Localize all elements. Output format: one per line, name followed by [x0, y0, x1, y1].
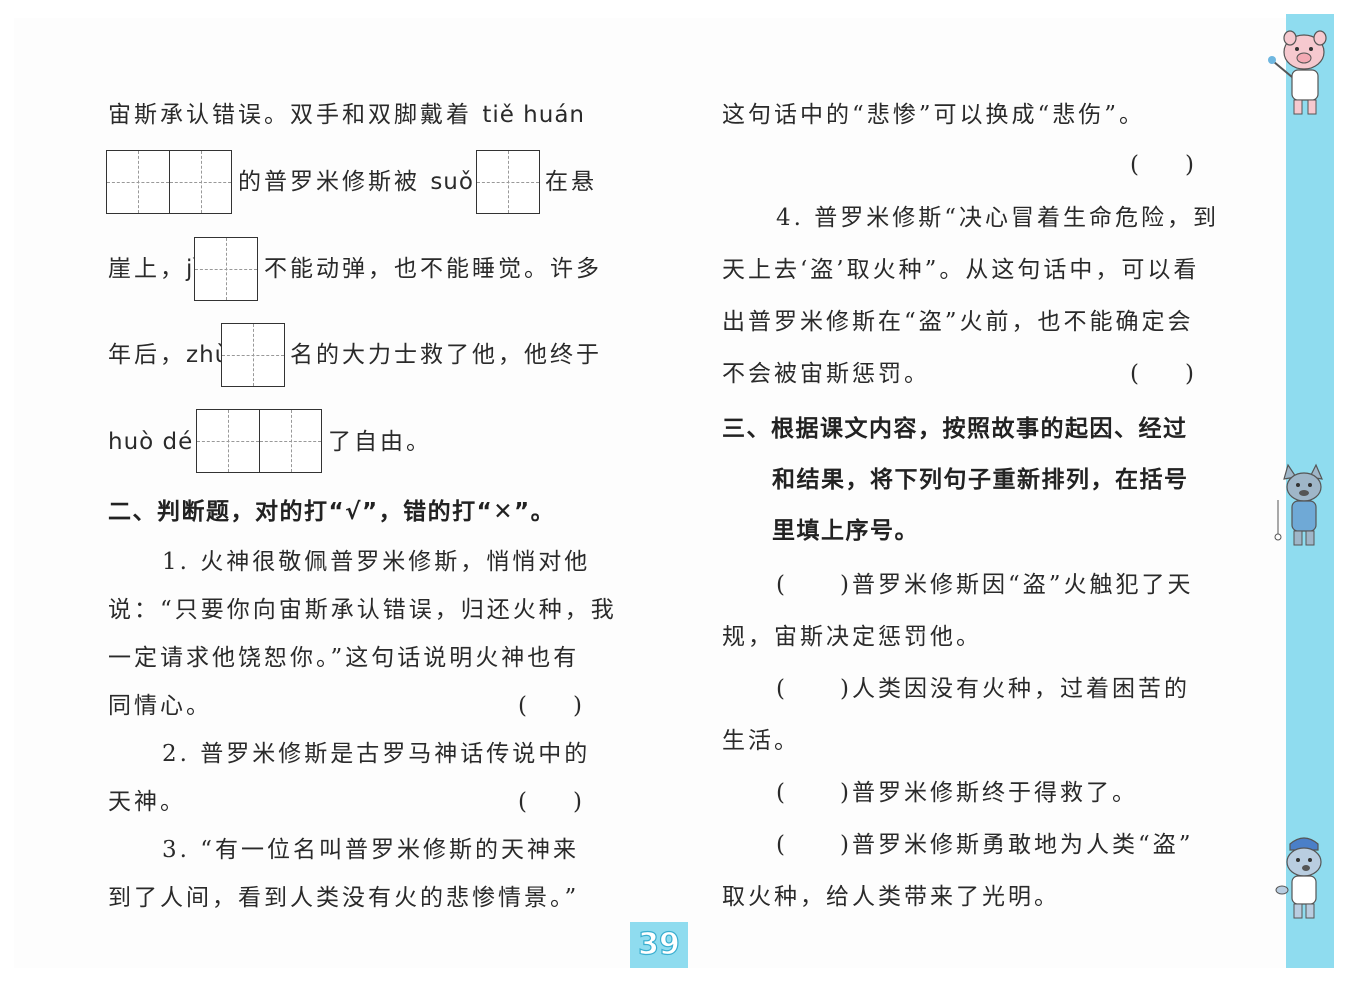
- q4-line: 出普罗米修斯在“盗”火前，也不能确定会: [722, 309, 1194, 335]
- fill-text: 了自由。: [328, 429, 432, 455]
- fill-line-3: 崖上，jì: [108, 254, 201, 284]
- dog-cap-icon: [1275, 837, 1322, 919]
- fill-text: 名的大力士救了他，他终于: [290, 342, 602, 368]
- q4-line: 不会被宙斯惩罚。: [722, 361, 930, 387]
- pig-painter-icon: [1268, 30, 1327, 115]
- q3-line: 3. “有一位名叫普罗米修斯的天神来: [162, 837, 580, 863]
- answer-grid-tie-huan[interactable]: [106, 150, 232, 214]
- order-item[interactable]: ( )普罗米修斯勇敢地为人类“盗”: [776, 832, 1194, 858]
- answer-grid-huo-de[interactable]: [196, 409, 322, 473]
- order-item-cont: 生活。: [722, 728, 800, 754]
- fill-text: 的普罗米修斯被: [238, 169, 431, 195]
- q2-line: 天神。: [108, 789, 186, 815]
- order-item[interactable]: ( )普罗米修斯因“盗”火触犯了天: [776, 572, 1194, 598]
- q1-line: 1. 火神很敬佩普罗米修斯，悄悄对他: [162, 549, 591, 575]
- pinyin-tie-huan: tiě huán: [482, 102, 586, 128]
- answer-grid-ji[interactable]: [194, 237, 258, 301]
- q4-line: 天上去‘盗’取火种”。从这句话中，可以看: [722, 257, 1200, 283]
- grid-cell[interactable]: [107, 151, 169, 213]
- q3-line: 这句话中的“悲惨”可以换成“悲伤”。: [722, 102, 1146, 128]
- q2-line: 2. 普罗米修斯是古罗马神话传说中的: [162, 741, 591, 767]
- answer-parentheses[interactable]: ( ): [518, 693, 582, 719]
- order-item-cont: 规，宙斯决定惩罚他。: [722, 624, 982, 650]
- answer-grid-suo[interactable]: [476, 150, 540, 214]
- section-3-title: 里填上序号。: [772, 518, 919, 544]
- grid-cell[interactable]: [259, 410, 321, 472]
- fill-text: 宙斯承认错误。双手和双脚戴着: [108, 102, 483, 128]
- grid-cell[interactable]: [195, 238, 257, 300]
- pinyin-suo: suǒ: [430, 169, 474, 195]
- q3-line: 到了人间，看到人类没有火的悲惨情景。”: [108, 885, 580, 911]
- grid-cell[interactable]: [477, 151, 539, 213]
- fill-text: 年后，: [108, 342, 186, 368]
- fill-text: 崖上，: [108, 256, 186, 282]
- fill-line-4: 年后，zhù: [108, 340, 230, 370]
- section-2-title: 二、判断题，对的打“√”，错的打“✕”。: [108, 499, 556, 525]
- fill-line-1: 宙斯承认错误。双手和双脚戴着 tiě huán: [108, 100, 585, 130]
- answer-parentheses[interactable]: ( ): [1130, 361, 1194, 387]
- answer-parentheses[interactable]: ( ): [518, 789, 582, 815]
- q1-line: 一定请求他饶恕你。”这句话说明火神也有: [108, 645, 580, 671]
- q4-line: 4. 普罗米修斯“决心冒着生命危险，到: [776, 205, 1220, 231]
- page-number: 39: [630, 922, 688, 968]
- section-3-title: 和结果，将下列句子重新排列，在括号: [772, 467, 1189, 493]
- q1-line: 同情心。: [108, 693, 212, 719]
- fill-text: 在悬: [545, 169, 597, 195]
- grid-cell[interactable]: [197, 410, 259, 472]
- grid-cell[interactable]: [169, 151, 231, 213]
- order-item[interactable]: ( )人类因没有火种，过着困苦的: [776, 676, 1190, 702]
- grid-cell[interactable]: [222, 324, 284, 386]
- answer-grid-zhu[interactable]: [221, 323, 285, 387]
- section-3-title: 三、根据课文内容，按照故事的起因、经过: [722, 416, 1188, 442]
- pinyin-huo-de: huò dé: [108, 429, 194, 455]
- answer-parentheses[interactable]: ( ): [1130, 152, 1194, 178]
- order-item[interactable]: ( )普罗米修斯终于得救了。: [776, 780, 1138, 806]
- wolf-yoyo-icon: [1274, 463, 1323, 546]
- q1-line: 说：“只要你向宙斯承认错误，归还火种，我: [108, 597, 617, 623]
- fill-line-2: 的普罗米修斯被 suǒ: [238, 167, 474, 197]
- order-item-cont: 取火种，给人类带来了光明。: [722, 884, 1060, 910]
- fill-text: 不能动弹，也不能睡觉。许多: [264, 256, 602, 282]
